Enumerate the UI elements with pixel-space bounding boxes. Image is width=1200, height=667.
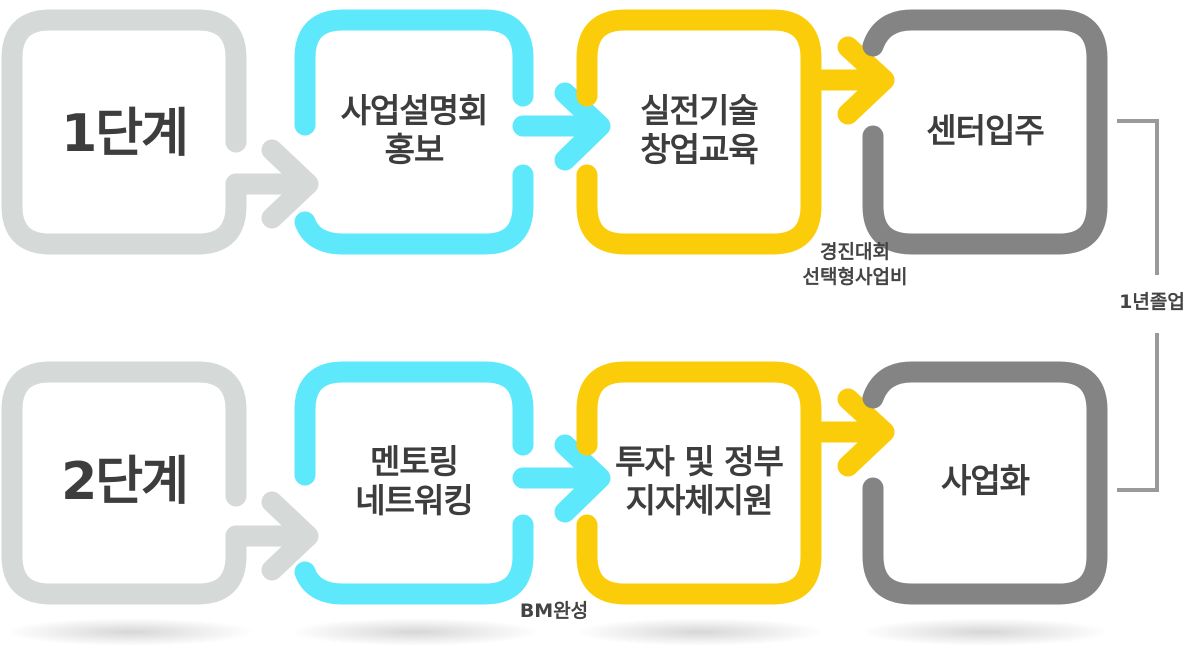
stage-2-box: [1, 361, 247, 605]
graduation-connector: [1117, 119, 1159, 492]
step-education-box: [576, 9, 822, 255]
step-investment-label: 투자 및 정부 지자체지원: [615, 442, 784, 520]
step-commercialization-box: [862, 361, 1108, 605]
step-education-label: 실전기술 창업교육: [640, 91, 758, 169]
stage-1-label: 1단계: [61, 104, 189, 164]
step-promo-arrow: [512, 82, 611, 171]
step-center-box: [862, 9, 1108, 255]
step-mentoring-label: 멘토링 네트워킹: [355, 442, 473, 520]
bm-note: BM완성: [519, 600, 589, 622]
shadow: [575, 618, 825, 646]
shadow: [860, 618, 1110, 646]
step-center-label: 센터입주: [926, 111, 1044, 150]
step-investment-arrow: [800, 388, 895, 477]
graduation-note: 1년졸업: [1119, 291, 1185, 313]
shadow: [290, 618, 540, 646]
stage-2-arrow: [225, 491, 319, 581]
step-promo-label: 사업설명회 홍보: [340, 91, 489, 169]
step-promo-box: [294, 9, 534, 255]
contest-note: 경진대회 선택형사업비: [802, 241, 908, 288]
step-commercialization-label: 사업화: [940, 461, 1030, 500]
stage-1-arrow: [225, 139, 319, 229]
shadow: [5, 618, 255, 646]
stage-2-label: 2단계: [61, 452, 189, 512]
step-investment-box: [576, 361, 822, 605]
step-mentoring-arrow: [512, 434, 611, 523]
step-mentoring-box: [294, 361, 534, 605]
step-education-arrow: [800, 36, 895, 125]
stage-1-box: [1, 9, 247, 255]
